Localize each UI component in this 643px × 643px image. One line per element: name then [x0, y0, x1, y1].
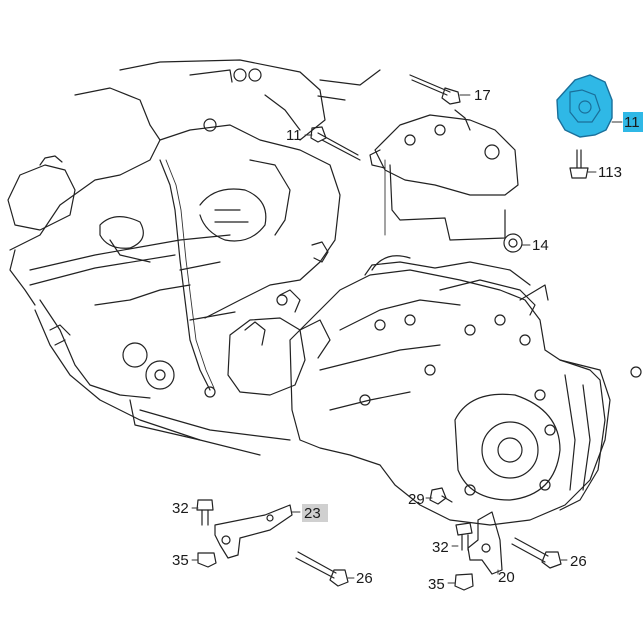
nut-14: [503, 233, 523, 253]
callout-11-left[interactable]: 11: [286, 127, 302, 144]
callout-23[interactable]: 23: [304, 505, 321, 522]
callout-26-left[interactable]: 26: [356, 570, 373, 587]
callout-11-highlight: [623, 112, 643, 132]
engine-clip: [311, 241, 329, 263]
callout-32-left[interactable]: 32: [172, 500, 189, 517]
bolt-26-right: [511, 537, 562, 569]
callout-35-left[interactable]: 35: [172, 552, 189, 569]
bolt-17: [409, 74, 461, 105]
transmission-housing: [289, 255, 642, 526]
leader-lines: [191, 94, 623, 584]
nut-35-left: [197, 552, 217, 568]
screw-113: [569, 149, 589, 179]
callout-23-highlight: [302, 504, 328, 522]
callout-11-right[interactable]: 11: [624, 114, 640, 131]
engine-mount-bracket: [369, 109, 519, 241]
bolt-32-left: [196, 499, 214, 526]
callout-29[interactable]: 29: [408, 491, 425, 508]
starter-motor: [227, 289, 331, 396]
bolt-29: [429, 487, 453, 505]
callout-26-right[interactable]: 26: [570, 553, 587, 570]
bracket-23: [214, 504, 293, 559]
transmission-mount-highlight: [556, 74, 613, 138]
bolt-32-right: [455, 522, 473, 551]
callout-20[interactable]: 20: [498, 569, 515, 586]
engine-block: [7, 59, 381, 456]
bolt-11: [310, 126, 361, 161]
bracket-20: [467, 511, 503, 575]
nut-35-right: [454, 573, 474, 591]
bolt-26-left: [295, 551, 349, 587]
callout-17[interactable]: 17: [474, 87, 491, 104]
callout-14[interactable]: 14: [532, 237, 549, 254]
callout-32-right[interactable]: 32: [432, 539, 449, 556]
callout-35-right[interactable]: 35: [428, 576, 445, 593]
callout-113[interactable]: 113: [598, 164, 622, 181]
